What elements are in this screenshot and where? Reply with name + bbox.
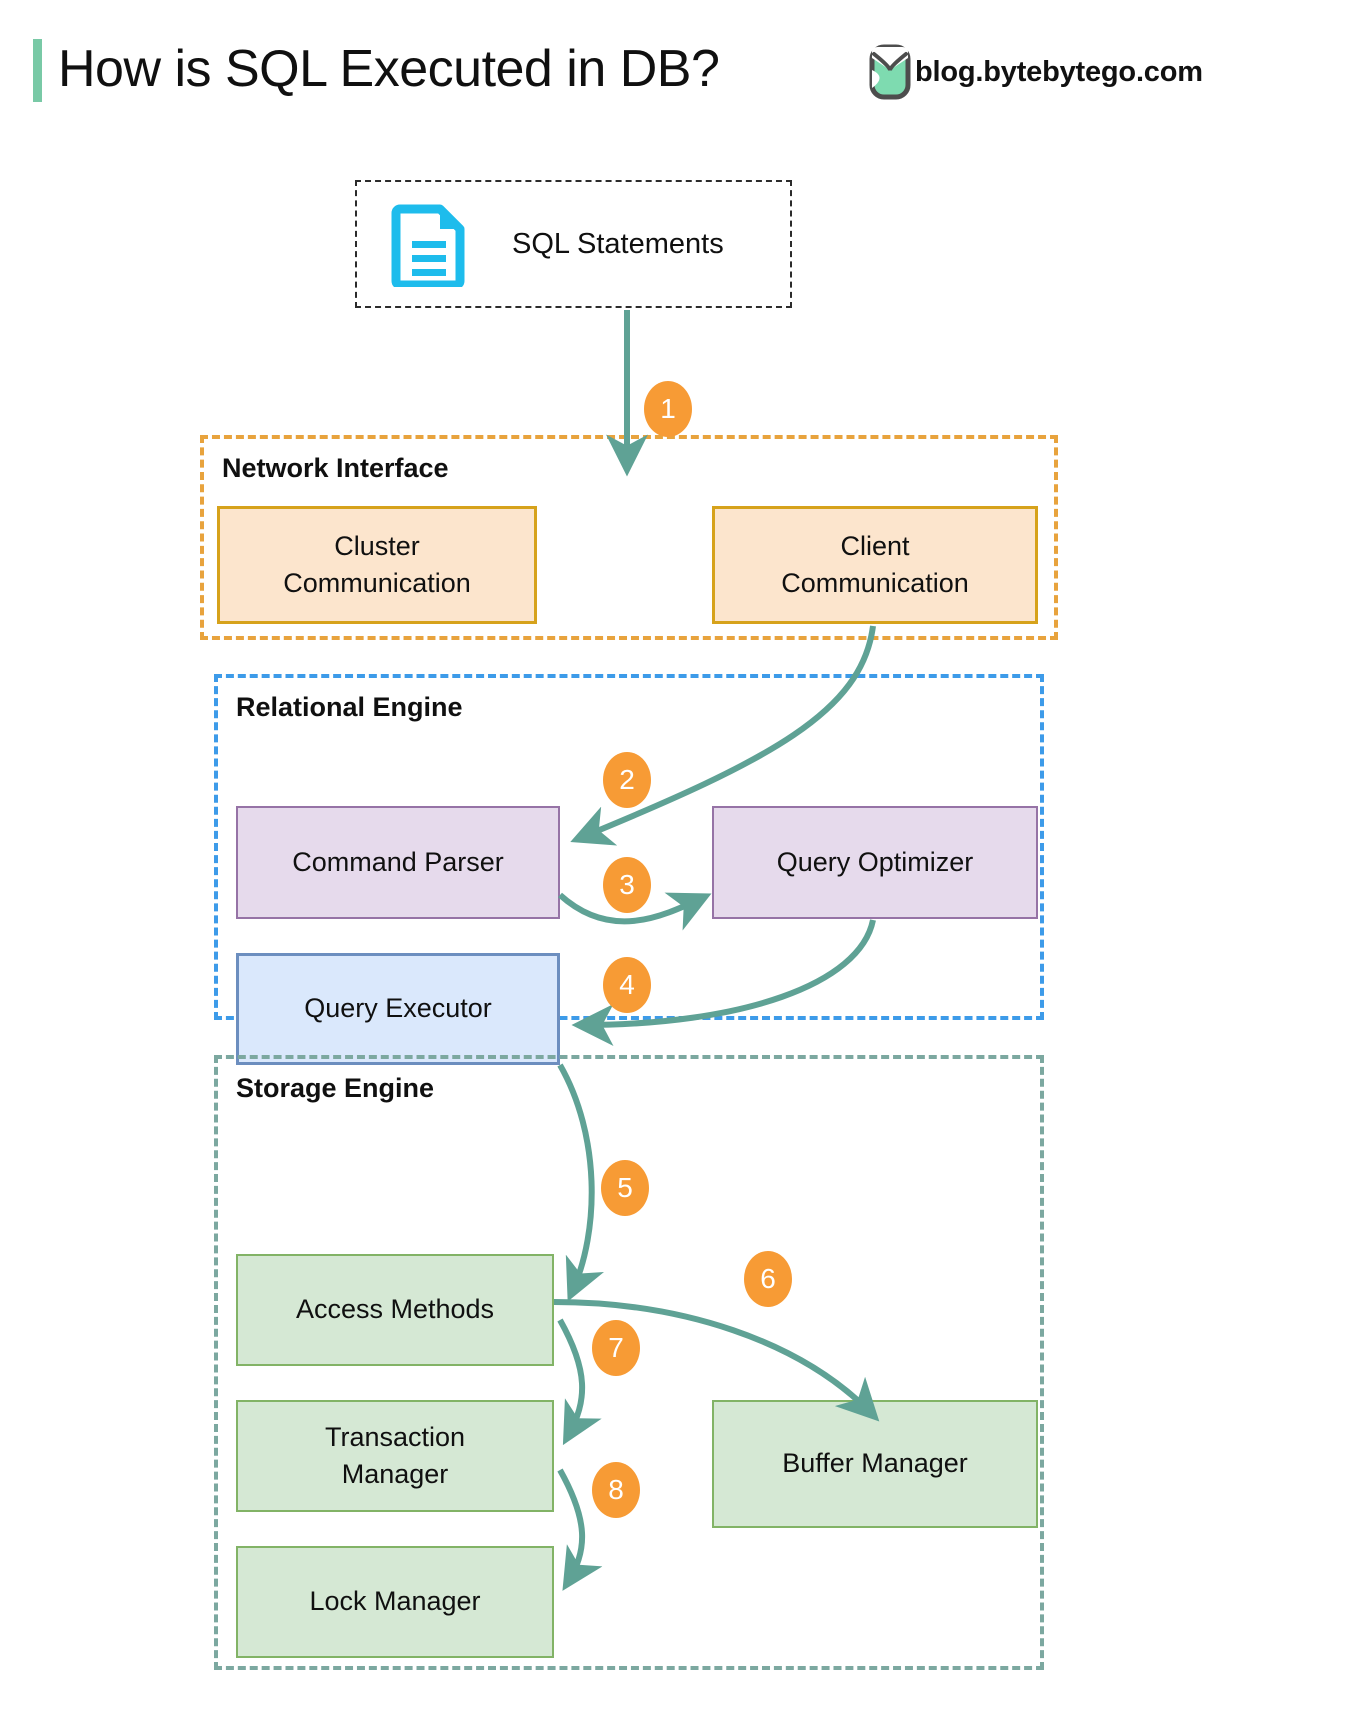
- document-icon: [391, 204, 465, 287]
- sql-statements-label: SQL Statements: [512, 228, 724, 260]
- bytebytego-logo-icon: [869, 44, 911, 100]
- group-storage-engine: Storage Engine: [214, 1055, 1044, 1670]
- brand: blog.bytebytego.com: [869, 40, 1203, 104]
- group-label-storage-engine: Storage Engine: [236, 1073, 435, 1103]
- node-buffer-manager[interactable]: Buffer Manager: [712, 1400, 1038, 1528]
- node-query-executor[interactable]: Query Executor: [236, 953, 560, 1065]
- node-command-parser[interactable]: Command Parser: [236, 806, 560, 919]
- node-transaction-manager[interactable]: Transaction Manager: [236, 1400, 554, 1512]
- brand-text: blog.bytebytego.com: [915, 55, 1203, 88]
- step-badge-1: 1: [644, 381, 692, 437]
- step-badge-5: 5: [601, 1160, 649, 1216]
- node-access-methods[interactable]: Access Methods: [236, 1254, 554, 1366]
- node-query-optimizer[interactable]: Query Optimizer: [712, 806, 1038, 919]
- node-client-communication[interactable]: Client Communication: [712, 506, 1038, 624]
- title-accent-bar: [33, 39, 42, 102]
- node-cluster-communication[interactable]: Cluster Communication: [217, 506, 537, 624]
- step-badge-3: 3: [603, 857, 651, 913]
- page-header: How is SQL Executed in DB? blog.bytebyte…: [0, 0, 1358, 140]
- step-badge-6: 6: [744, 1251, 792, 1307]
- sql-statements-box: [355, 180, 792, 308]
- step-badge-7: 7: [592, 1320, 640, 1376]
- page-title: How is SQL Executed in DB?: [58, 40, 720, 98]
- step-badge-4: 4: [603, 957, 651, 1013]
- group-label-relational-engine: Relational Engine: [236, 692, 463, 722]
- step-badge-2: 2: [603, 752, 651, 808]
- step-badge-8: 8: [592, 1462, 640, 1518]
- node-lock-manager[interactable]: Lock Manager: [236, 1546, 554, 1658]
- group-label-network-interface: Network Interface: [222, 453, 449, 483]
